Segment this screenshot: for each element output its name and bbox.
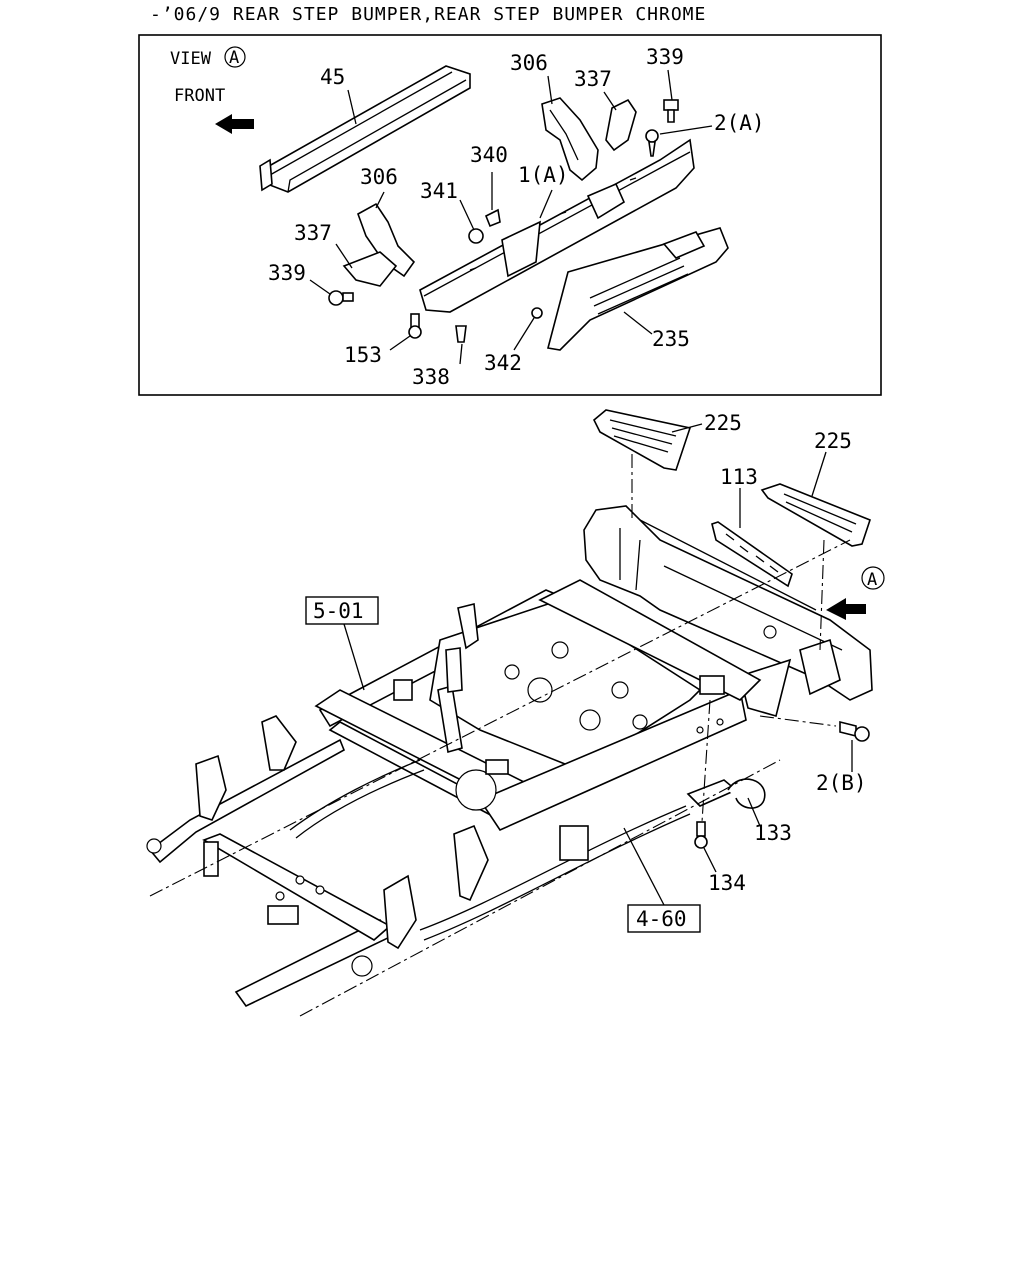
- callout-306-upper: 306: [510, 51, 548, 75]
- callout-337-upper: 337: [574, 67, 612, 91]
- callout-4-60: 4-60: [636, 907, 687, 931]
- part-225-step-pad-left: [593, 409, 692, 471]
- callout-337-lower: 337: [294, 221, 332, 245]
- part-337-upper: [605, 98, 637, 152]
- part-342-plug: [531, 307, 543, 319]
- part-340-clip: [484, 208, 501, 228]
- part-337-lower: [342, 251, 398, 287]
- callout-2b: 2(B): [816, 771, 867, 795]
- ref-box-5-01: [305, 596, 379, 625]
- ref-box-4-60: [627, 904, 701, 933]
- callout-5-01: 5-01: [313, 599, 364, 623]
- callout-306-lower: 306: [360, 165, 398, 189]
- part-338-clip: [455, 325, 467, 343]
- view-circle-icon: [224, 46, 246, 68]
- part-2a-bolt: [645, 129, 659, 157]
- callout-45: 45: [320, 65, 345, 89]
- callout-134: 134: [708, 871, 746, 895]
- part-45-rail: [259, 65, 471, 193]
- callout-342: 342: [484, 351, 522, 375]
- callout-339-lower: 339: [268, 261, 306, 285]
- callout-153: 153: [344, 343, 382, 367]
- view-label: VIEW: [170, 49, 212, 69]
- callout-1a: 1(A): [518, 163, 569, 187]
- main-callouts: 225 225 113 A 5-01 2(B) 133 134 4-60: [305, 411, 877, 933]
- part-1a-bumper: [419, 138, 695, 313]
- dashed-relation-lines: [149, 454, 851, 1017]
- part-235-step-pad: [547, 227, 729, 351]
- part-306-upper-bracket: [541, 97, 599, 182]
- callout-338: 338: [412, 365, 450, 389]
- part-134-bolt: [694, 821, 708, 849]
- inset-frame: [138, 34, 882, 396]
- part-339-upper-bolt: [663, 99, 679, 123]
- front-label: FRONT: [174, 86, 225, 106]
- part-339-lower-bolt: [328, 290, 354, 306]
- callout-339-upper: 339: [646, 45, 684, 69]
- callout-113: 113: [720, 465, 758, 489]
- diagram-title: -’06/9 REAR STEP BUMPER,REAR STEP BUMPER…: [150, 4, 707, 25]
- vehicle-frame: [146, 579, 762, 1008]
- callout-view-a: A: [867, 570, 877, 590]
- part-153-bolt: [408, 313, 422, 339]
- callout-340: 340: [470, 143, 508, 167]
- part-2b-bolt: [839, 720, 870, 742]
- inset-callouts: 45 306 337 339 2(A) 340 1(A) 306 341 337…: [268, 45, 765, 389]
- callout-133: 133: [754, 821, 792, 845]
- view-a-arrow-icon: [826, 598, 866, 620]
- front-arrow-icon: [215, 114, 254, 134]
- part-113-emblem: [711, 521, 793, 588]
- callout-225-right: 225: [814, 429, 852, 453]
- callout-225-left: 225: [704, 411, 742, 435]
- part-306-lower-bracket: [357, 202, 416, 278]
- view-a-circle-icon: [861, 566, 885, 590]
- view-letter: A: [229, 48, 239, 68]
- callout-2a: 2(A): [714, 111, 765, 135]
- part-225-step-pad-right: [760, 483, 871, 547]
- callout-235: 235: [652, 327, 690, 351]
- callout-341: 341: [420, 179, 458, 203]
- part-341-grommet: [468, 228, 484, 244]
- part-133-tow-hook: [686, 778, 766, 809]
